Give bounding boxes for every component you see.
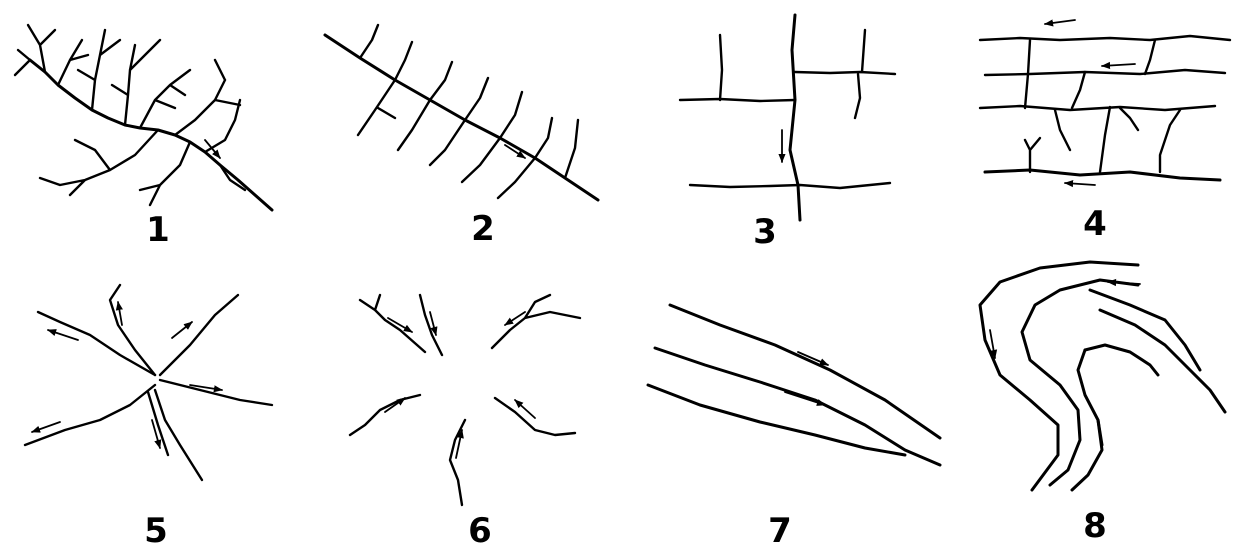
pattern-3-rectangular [680,15,895,220]
panel-label-5: 5 [144,511,168,548]
pattern-4-trellis [980,20,1230,185]
pattern-5-radial [25,285,272,480]
pattern-8-annular [980,262,1225,490]
pattern-6-centripetal [350,295,580,505]
panel-label-6: 6 [468,511,492,548]
panel-label-2: 2 [471,209,495,249]
panel-label-7: 7 [768,511,792,548]
panel-label-3: 3 [753,212,777,252]
pattern-7-parallel [648,305,940,465]
pattern-2-pinnate [325,25,598,200]
pattern-1-dendritic [15,25,272,210]
panel-label-1: 1 [146,210,170,250]
panel-label-8: 8 [1083,506,1107,546]
panel-label-4: 4 [1083,204,1107,244]
